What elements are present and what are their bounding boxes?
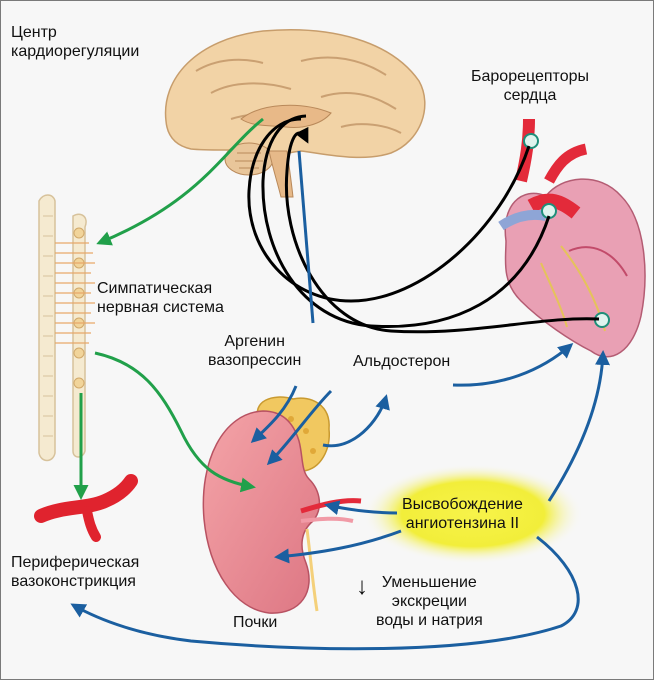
label-line: вазоконстрикция xyxy=(11,572,139,591)
arrow-aldosterone-to-heart xyxy=(453,345,571,385)
label-line: Симпатическая xyxy=(97,279,224,298)
label-sympathetic-system: Симпатическая нервная система xyxy=(97,279,224,317)
arrow-adrenal-to-aldosterone xyxy=(323,397,386,446)
heart-icon xyxy=(501,119,645,357)
label-line: нервная система xyxy=(97,298,224,317)
label-cardioregulation-center: Центр кардиорегуляции xyxy=(11,23,139,61)
label-line: Аргенин xyxy=(208,332,301,351)
label-line: кардиорегуляции xyxy=(11,42,139,61)
sympathetic-chain-icon xyxy=(55,214,95,457)
label-reduced-excretion: Уменьшение экскреции воды и натрия xyxy=(376,573,483,630)
down-arrow-icon: ↓ xyxy=(356,577,368,596)
label-baroreceptors: Барорецепторы сердца xyxy=(471,67,589,105)
label-line: воды и натрия xyxy=(376,611,483,630)
label-line: Центр xyxy=(11,23,139,42)
blood-vessel-icon xyxy=(41,481,131,537)
spinal-cord-icon xyxy=(39,195,55,461)
label-line: вазопрессин xyxy=(208,351,301,370)
label-line: ангиотензина II xyxy=(402,514,523,533)
brain-icon xyxy=(166,30,425,197)
label-line: Периферическая xyxy=(11,553,139,572)
label-aldosterone: Альдостерон xyxy=(353,352,450,371)
label-line: сердца xyxy=(471,86,589,105)
label-kidneys: Почки xyxy=(233,613,277,632)
label-peripheral-vasoconstriction: Периферическая вазоконстрикция xyxy=(11,553,139,591)
arrow-angiotensin-to-heart xyxy=(549,353,603,501)
label-line: Барорецепторы xyxy=(471,67,589,86)
label-line: экскреции xyxy=(376,592,483,611)
label-line: Уменьшение xyxy=(376,573,483,592)
label-line: Высвобождение xyxy=(402,495,523,514)
label-arginine-vasopressin: Аргенин вазопрессин xyxy=(208,332,301,370)
kidney-icon xyxy=(203,411,361,613)
label-angiotensin-release: Высвобождение ангиотензина II xyxy=(402,495,523,533)
